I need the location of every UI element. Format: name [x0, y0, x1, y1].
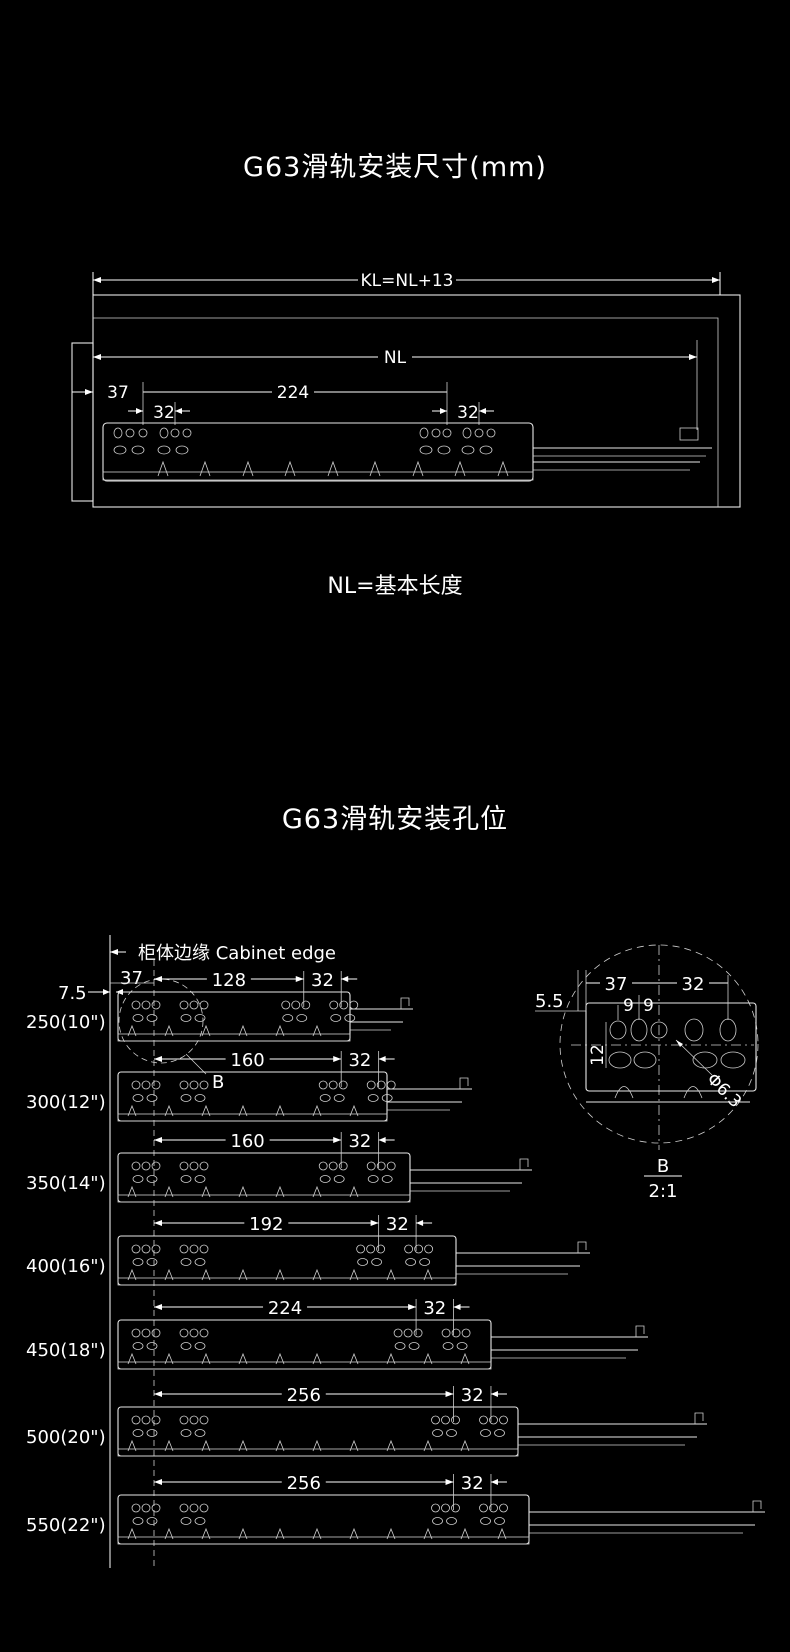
slide-row: 550(22") 256 32 [26, 1471, 765, 1545]
mounting-holes [131, 1080, 396, 1102]
dim-224-label: 224 [277, 383, 309, 403]
mounting-holes [131, 1328, 471, 1350]
dim-37-label: 37 [107, 383, 129, 403]
slide-size-label: 300(12") [26, 1092, 106, 1113]
slide-size-label: 550(22") [26, 1515, 106, 1536]
nl-dimension-label: NL [384, 348, 407, 368]
slide-teeth [157, 460, 509, 477]
mounting-holes [113, 427, 496, 455]
slide-teeth [127, 1352, 470, 1365]
detail-dim-37: 37 [605, 974, 628, 995]
dim-32-right-label: 32 [457, 403, 479, 423]
detail-scale-label: 2:1 [649, 1181, 678, 1202]
slide-size-label: 250(10") [26, 1012, 106, 1033]
slide-teeth [127, 1527, 507, 1540]
slide-teeth [127, 1439, 470, 1452]
cabinet-edge-label: 柜体边缘 Cabinet edge [138, 943, 336, 964]
slide-row: 300(12") 160 32 [26, 1048, 472, 1122]
detail-dim-9a: 9 [623, 996, 634, 1016]
slide-row: 400(16") 192 32 [26, 1212, 590, 1286]
end-dimension-label: 32 [461, 1385, 484, 1406]
span-dimension-label: 192 [249, 1214, 283, 1235]
slide-teeth [127, 1024, 322, 1037]
mounting-holes-title: G63滑轨安装孔位 [281, 804, 509, 835]
span-dimension-label: 256 [287, 1385, 321, 1406]
detail-marker-label: B [212, 1072, 224, 1093]
slide-rail [117, 1536, 530, 1545]
detail-dim-32: 32 [682, 974, 705, 995]
mounting-holes [131, 1244, 434, 1266]
end-dimension-label: 32 [423, 1298, 446, 1319]
detail-b-label: B [657, 1156, 669, 1177]
slide-rail [117, 1113, 388, 1122]
basic-length-note: NL=基本长度 [327, 574, 463, 599]
slide-size-label: 500(20") [26, 1427, 106, 1448]
slide-teeth [127, 1185, 359, 1198]
slide-row: 500(20") 256 32 [26, 1383, 707, 1457]
slide-teeth [127, 1104, 359, 1117]
detail-dim-12: 12 [588, 1044, 608, 1066]
slide-rail [117, 1277, 457, 1286]
slide-rail [117, 1361, 492, 1370]
end-dimension-label: 32 [386, 1214, 409, 1235]
dim-7-5-label: 7.5 [58, 983, 87, 1004]
slide-row: 350(14") 160 32 [26, 1129, 532, 1203]
slide-row: 450(18") 224 32 [26, 1296, 648, 1370]
slide-teeth [127, 1268, 433, 1281]
slide-rail [117, 1194, 411, 1203]
detail-b-view: 5.5 37 32 9 9 12 Φ6.3 B 2:1 [535, 944, 759, 1202]
span-dimension-label: 128 [212, 970, 246, 991]
span-dimension-label: 160 [230, 1131, 264, 1152]
end-dimension-label: 32 [461, 1473, 484, 1494]
mounting-holes [131, 1000, 359, 1022]
cabinet-inner-line [93, 317, 719, 507]
slide-size-label: 350(14") [26, 1173, 106, 1194]
detail-dim-5-5: 5.5 [535, 991, 564, 1012]
slide-rail [117, 1033, 351, 1042]
kl-dimension-label: KL=NL+13 [361, 271, 454, 291]
span-dimension-label: 224 [268, 1298, 302, 1319]
slide-size-label: 450(18") [26, 1340, 106, 1361]
slide-row: 250(10") 128 32 [26, 968, 413, 1042]
span-dimension-label: 256 [287, 1473, 321, 1494]
end-dimension-label: 32 [348, 1050, 371, 1071]
dim-32-left-label: 32 [153, 403, 175, 423]
installation-dimensions-title: G63滑轨安装尺寸(mm) [243, 152, 547, 183]
end-dimension-label: 32 [311, 970, 334, 991]
mounting-holes [131, 1161, 396, 1183]
span-dimension-label: 160 [230, 1050, 264, 1071]
mounting-holes [131, 1503, 508, 1525]
detail-dim-9b: 9 [643, 996, 654, 1016]
drawer-front-panel [71, 342, 94, 502]
slide-body [102, 422, 534, 482]
slide-rail [117, 1448, 519, 1457]
dim-37-bottom-label: 37 [120, 968, 143, 989]
slide-size-label: 400(16") [26, 1256, 106, 1277]
end-dimension-label: 32 [348, 1131, 371, 1152]
mounting-holes [131, 1415, 508, 1437]
